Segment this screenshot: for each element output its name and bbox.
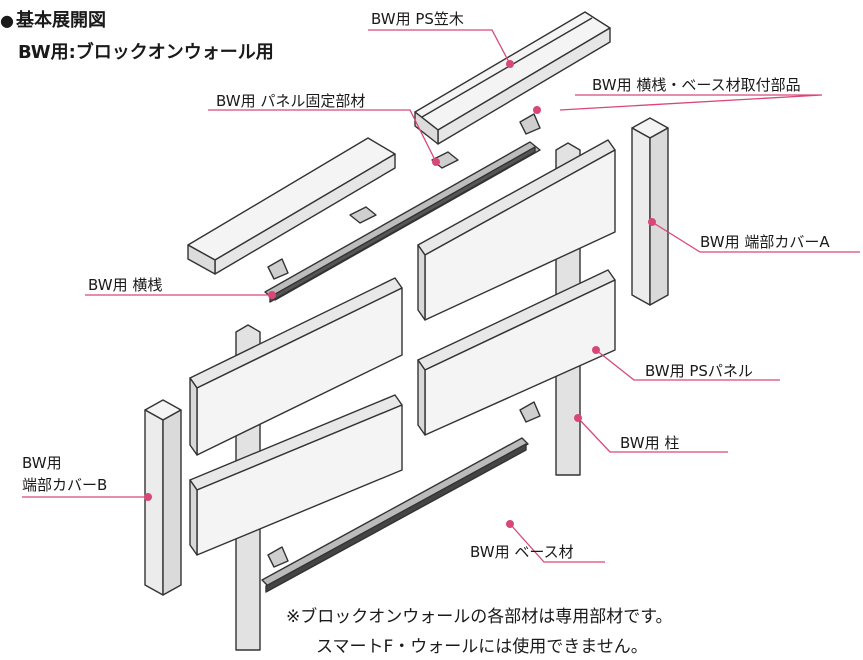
- label-ps-panel: BW用 PSパネル: [645, 362, 753, 380]
- heading-title: 基本展開図: [15, 10, 106, 31]
- bullet-icon: ●: [0, 11, 14, 30]
- leader-lines: [22, 29, 860, 563]
- ps-panel-upper-right: [417, 139, 616, 321]
- label-end-cover-b-line1: BW用: [22, 454, 62, 472]
- leader-dots: [144, 60, 656, 528]
- ps-panel-lower-left: [189, 394, 403, 556]
- base-rail: [261, 437, 529, 593]
- label-yokosan-base-parts: BW用 横桟・ベース材取付部品: [592, 76, 801, 94]
- end-cover-b-part: [144, 399, 182, 596]
- note-line2: スマートF・ウォールには使用できません。: [316, 637, 648, 657]
- label-hashira: BW用 柱: [620, 434, 680, 452]
- label-end-cover-b-line2: 端部カバーB: [22, 476, 108, 494]
- heading-subtitle: BW用:ブロックオンウォール用: [18, 42, 274, 63]
- label-yokosan: BW用 横桟: [88, 276, 163, 294]
- ps-panel-middle-right: [417, 269, 616, 436]
- label-panel-kotei: BW用 パネル固定部材: [216, 92, 366, 110]
- bracket-parts: [267, 113, 541, 568]
- heading-title-row: ●基本展開図: [0, 6, 106, 32]
- ps-kasagi-part: [414, 11, 611, 145]
- note-line1: ※ブロックオンウォールの各部材は専用部材です。: [286, 607, 673, 627]
- end-cover-a-part: [631, 117, 669, 306]
- label-end-cover-a: BW用 端部カバーA: [700, 233, 830, 251]
- label-ps-kasagi: BW用 PS笠木: [371, 10, 464, 28]
- label-base: BW用 ベース材: [470, 543, 574, 561]
- ps-panel-upper-left: [189, 277, 403, 456]
- ps-kasagi-left-part: [187, 137, 396, 275]
